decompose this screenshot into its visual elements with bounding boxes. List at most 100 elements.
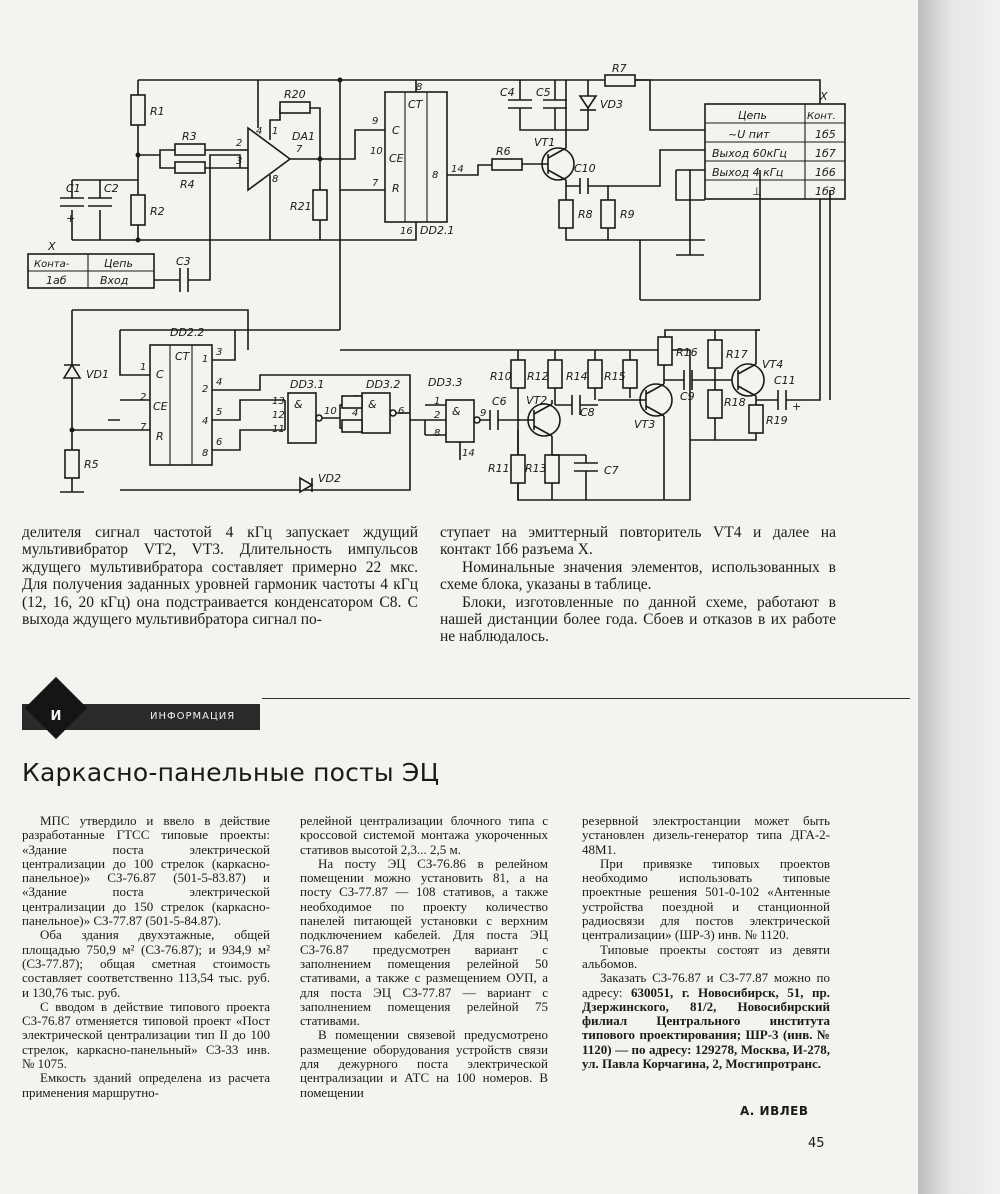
svg-text:1: 1: [434, 396, 440, 407]
article-paragraph: Емкость зданий определена из расчета при…: [22, 1070, 270, 1100]
article-title: Каркасно-панельные посты ЭЦ: [22, 758, 440, 787]
svg-text:7: 7: [140, 422, 147, 433]
label-vd1: VD1: [86, 368, 109, 381]
label-r9: R9: [620, 208, 635, 221]
nand-dd33: [445, 399, 475, 443]
resistor-r9: [600, 199, 616, 229]
section-letter: И: [50, 709, 62, 724]
label-c2: C2: [104, 182, 119, 195]
label-r12: R12: [527, 370, 549, 383]
svg-text:&: &: [368, 398, 377, 411]
paragraph-left: делителя сигнал частотой 4 кГц запускает…: [22, 524, 418, 629]
connector-x-label: X: [819, 90, 828, 103]
svg-text:2: 2: [236, 138, 242, 149]
article-paragraph: Оба здания двухэтажные, общей площадью 7…: [22, 927, 270, 1000]
label-r2: R2: [150, 205, 165, 218]
svg-text:4: 4: [352, 408, 358, 419]
resistor-r20: [279, 101, 311, 114]
label-dd32: DD3.2: [366, 378, 400, 391]
paragraph-right-3: Блоки, изготовленные по данной схеме, ра…: [440, 593, 836, 646]
label-c6: C6: [492, 395, 507, 408]
svg-text:Вход: Вход: [100, 274, 128, 287]
svg-text:Конта-: Конта-: [34, 259, 70, 270]
resistor-r2: [130, 194, 146, 226]
resistor-r13: [544, 454, 560, 484]
journal-page: R1 R2 C1 C2 + R3 R4 DA1 2 3: [0, 0, 918, 1194]
svg-text:1: 1: [202, 354, 208, 365]
svg-text:4: 4: [216, 377, 222, 388]
label-dd31: DD3.1: [290, 378, 324, 391]
svg-text:7: 7: [296, 144, 303, 155]
article-column-3: резервной электростанции может быть уста…: [582, 813, 830, 1071]
order-lead: Заказать СЗ-76.87 и СЗ-77.87 можно по ад…: [582, 970, 830, 1000]
label-r10: R10: [490, 370, 512, 383]
svg-text:8: 8: [432, 170, 438, 181]
resistor-r6: [491, 158, 523, 171]
resistor-r19: [748, 404, 764, 434]
svg-text:14: 14: [462, 448, 475, 459]
svg-text:1: 1: [272, 126, 278, 137]
paragraph-right-2: Номинальные значения элементов, использо…: [440, 558, 836, 594]
connector-x-left-label: X: [47, 240, 56, 253]
article-column-1: МПС утвердило и ввело в действие разрабо…: [22, 813, 270, 1100]
nand-dd32: [361, 392, 391, 434]
label-dd21: DD2.1: [420, 224, 454, 237]
label-vt3: VT3: [634, 418, 655, 431]
svg-text:8: 8: [416, 82, 422, 93]
label-dd22: DD2.2: [170, 326, 204, 339]
label-c11: C11: [774, 374, 796, 387]
circuit-schematic: R1 R2 C1 C2 + R3 R4 DA1 2 3: [0, 0, 918, 515]
label-r13: R13: [525, 462, 547, 475]
svg-text:10: 10: [370, 146, 383, 157]
article-paragraph: На посту ЭЦ СЗ-76.86 в релейном помещени…: [300, 855, 548, 1029]
label-c8: C8: [580, 406, 595, 419]
svg-text:1аб: 1аб: [46, 274, 67, 287]
label-dd33: DD3.3: [428, 376, 462, 389]
article-paragraph: релейной централизации блочного типа с к…: [300, 813, 548, 857]
svg-text:16: 16: [400, 226, 413, 237]
resistor-r10: [510, 359, 526, 389]
svg-text:9: 9: [372, 116, 378, 127]
zener-vd3: [578, 95, 598, 110]
article-paragraph: В помещении связевой предусмотрено разме…: [300, 1027, 548, 1100]
diode-vd1: [62, 363, 82, 379]
label-c4: C4: [500, 86, 515, 99]
schematic-svg: R1 R2 C1 C2 + R3 R4 DA1 2 3: [27, 62, 846, 501]
svg-text:10: 10: [324, 406, 337, 417]
svg-text:Выход 4 кГц: Выход 4 кГц: [712, 166, 783, 179]
svg-text:4: 4: [256, 126, 262, 137]
label-c7: C7: [604, 464, 619, 477]
svg-text:13: 13: [272, 396, 285, 407]
resistor-r21: [312, 189, 328, 221]
article-paragraph: При привязке типовых проектов необходимо…: [582, 855, 830, 943]
svg-text:1б3: 1б3: [815, 185, 836, 198]
resistor-r3: [174, 143, 206, 156]
label-c1: C1: [66, 182, 81, 195]
label-r14: R14: [566, 370, 588, 383]
label-r20: R20: [284, 88, 306, 101]
svg-text:&: &: [452, 405, 461, 418]
article-paragraph: Типовые проекты состоят из девяти альбом…: [582, 941, 830, 971]
svg-text:CE: CE: [389, 152, 404, 165]
resistor-r1: [130, 94, 146, 126]
svg-text:1б5: 1б5: [815, 128, 836, 141]
label-vt4: VT4: [762, 358, 783, 371]
resistor-r18: [707, 389, 723, 419]
section-rule: [262, 698, 910, 699]
text-column-top-right: ступает на эмиттерный повторитель VT4 и …: [440, 524, 836, 646]
resistor-r12: [547, 359, 563, 389]
label-r7: R7: [612, 62, 627, 75]
label-r11: R11: [488, 462, 510, 475]
article-column-2: релейной централизации блочного типа с к…: [300, 813, 548, 1100]
svg-text:Цепь: Цепь: [104, 257, 133, 270]
svg-text:Выход 60кГц: Выход 60кГц: [712, 147, 787, 160]
label-c9: C9: [680, 390, 695, 403]
svg-text:3: 3: [216, 347, 222, 358]
label-da1: DA1: [292, 130, 315, 143]
diode-vd2: [299, 476, 314, 494]
svg-text:R: R: [156, 430, 164, 443]
svg-text:14: 14: [451, 164, 464, 175]
svg-text:5: 5: [216, 407, 222, 418]
svg-text:R: R: [392, 182, 400, 195]
label-c3: C3: [176, 255, 191, 268]
